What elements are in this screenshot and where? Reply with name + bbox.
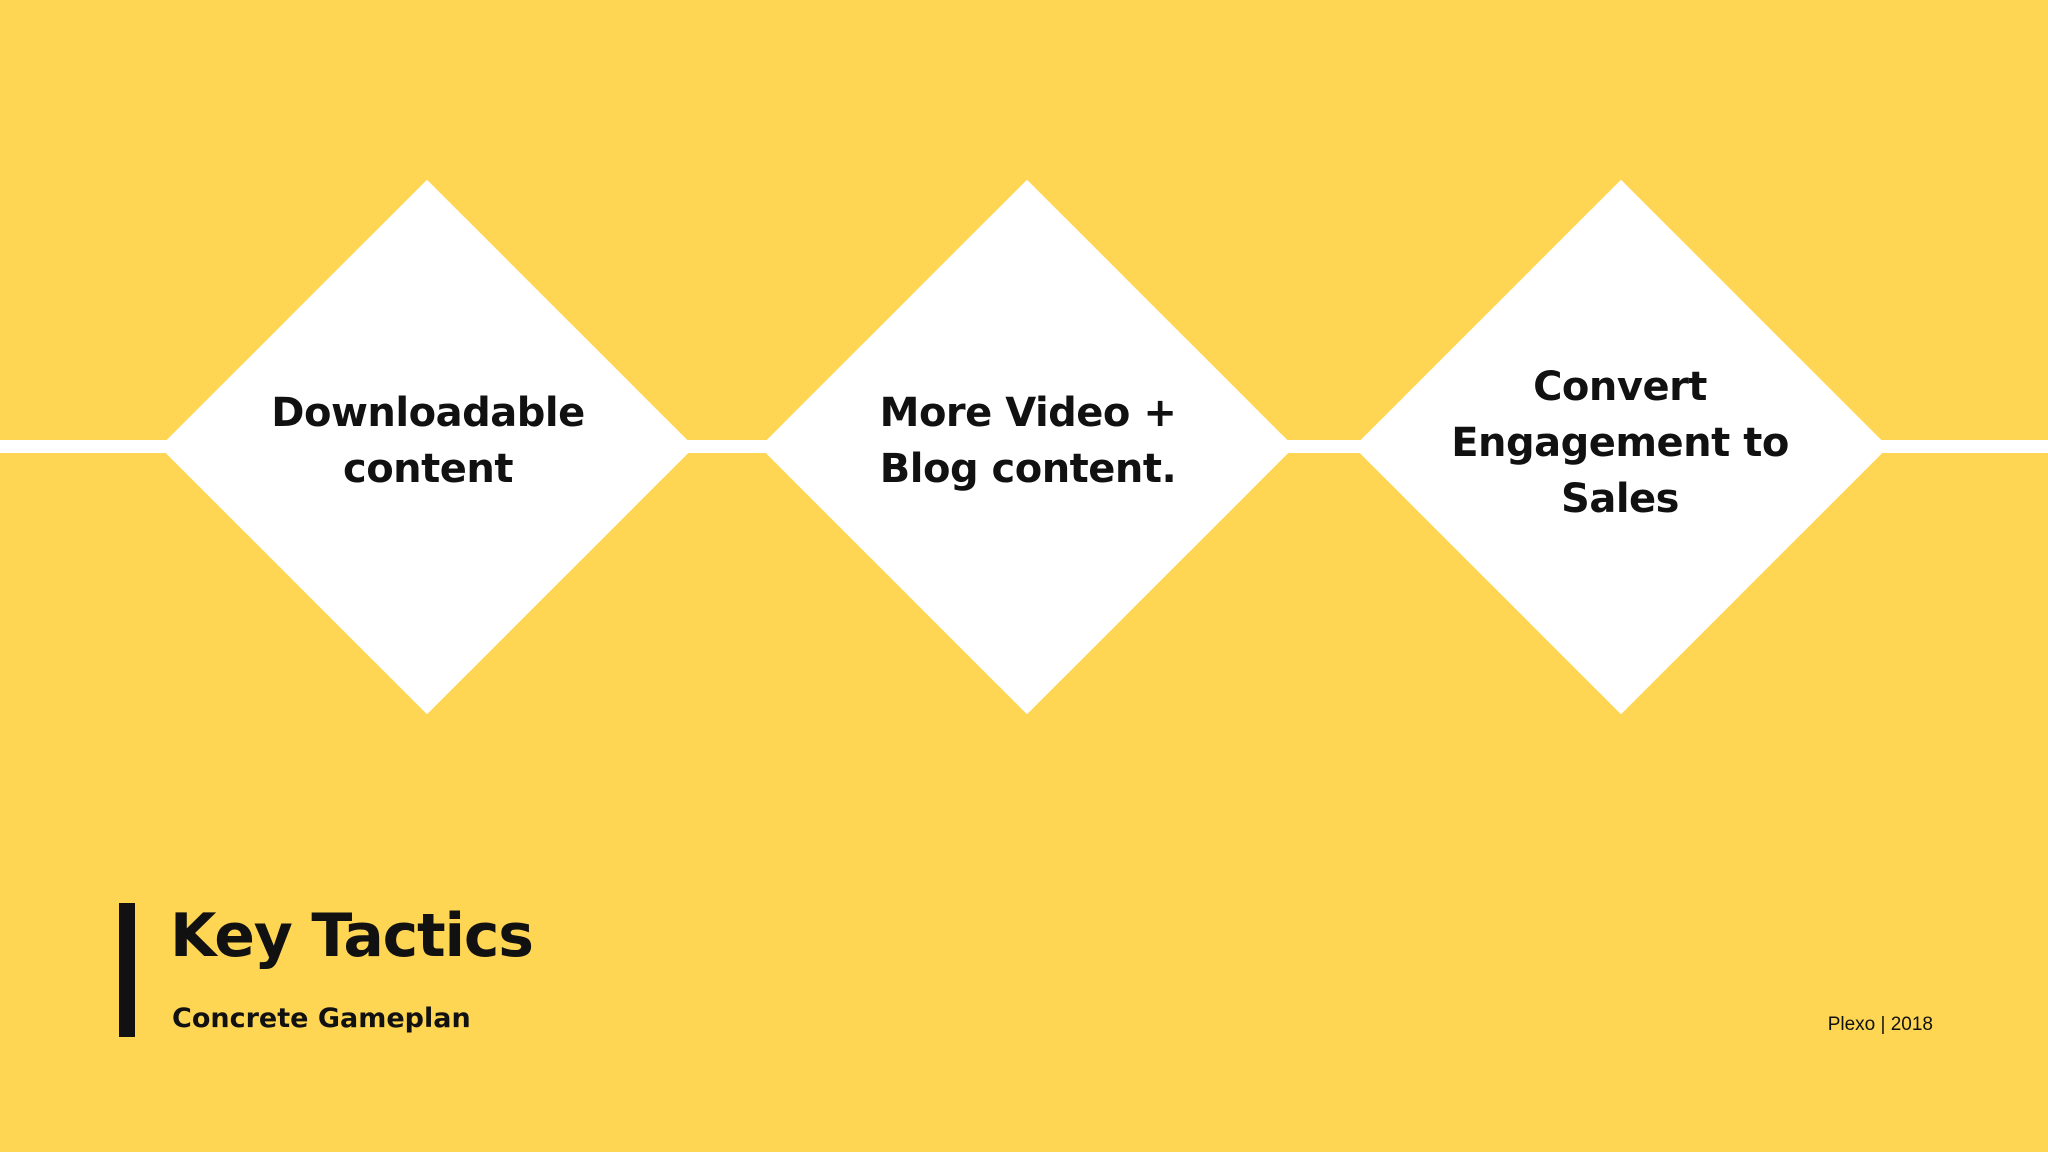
tactic-label-1: Downloadable content bbox=[271, 390, 585, 492]
slide-subtitle: Concrete Gameplan bbox=[172, 1003, 471, 1034]
tactic-label-2: More Video + Blog content. bbox=[879, 390, 1177, 492]
slide-title: Key Tactics bbox=[170, 901, 534, 971]
title-accent-bar bbox=[119, 903, 135, 1037]
footer-label: Plexo | 2018 bbox=[1827, 1014, 1933, 1035]
tactic-label-3: Convert Engagement to Sales bbox=[1451, 364, 1789, 522]
